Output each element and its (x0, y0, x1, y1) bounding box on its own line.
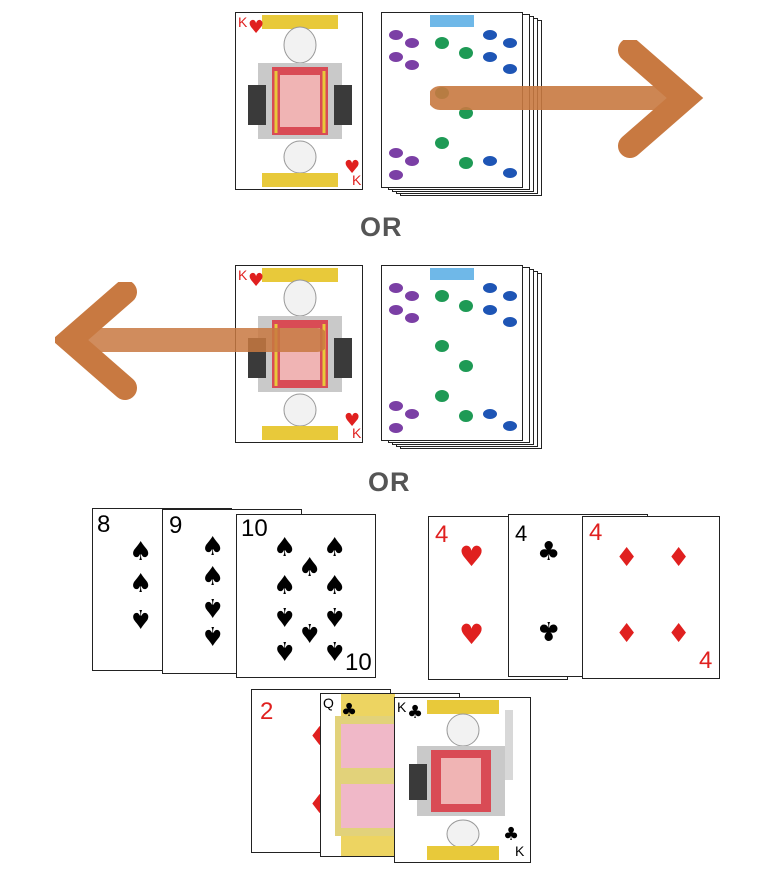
spade-icon: ♠ (129, 537, 153, 567)
spade-icon: ♠ (129, 569, 153, 599)
heart-icon: ♥ (459, 540, 485, 573)
spade-icon: ♠ (273, 571, 297, 601)
spade-icon: ♠ (201, 562, 225, 592)
diamond-icon: ♦ (667, 619, 691, 649)
spade-icon: ♠ (273, 533, 297, 563)
arrow-right-icon (430, 40, 704, 158)
card-rank-top: K (397, 699, 407, 715)
spade-icon: ♠ (201, 592, 225, 622)
king-portrait-art (409, 700, 513, 860)
four-of-diamonds-card[interactable]: 4 ♦ ♦ ♦ ♦ 4 (582, 516, 720, 679)
or-separator: OR (360, 212, 403, 242)
card-rank: 4 (589, 519, 603, 546)
heart-icon: ♥ (344, 410, 361, 431)
heart-icon: ♥ (344, 157, 361, 178)
king-of-clubs-card[interactable]: K ♣ ♣ K (394, 697, 531, 863)
king-portrait-art (248, 15, 352, 187)
card-rank: Q (323, 695, 334, 711)
deck-card-back (381, 265, 523, 441)
arrow-left-icon (55, 282, 325, 400)
card-rank-bottom: K (352, 172, 362, 188)
spade-icon: ♠ (273, 635, 297, 665)
ten-of-spades-card[interactable]: 10 ♠ ♠ ♠ ♠ ♠ ♠ ♠ ♠ ♠ ♠ 10 (236, 514, 376, 678)
card-rank: 2 (260, 698, 274, 725)
card-rank: 10 (241, 515, 268, 542)
heart-icon: ♥ (248, 17, 265, 38)
spade-icon: ♠ (273, 601, 297, 631)
club-icon: ♣ (407, 702, 424, 723)
card-rank-bottom: 10 (345, 649, 372, 676)
spade-icon: ♠ (201, 532, 225, 562)
card-rank: 4 (435, 521, 449, 548)
club-icon: ♣ (341, 700, 358, 721)
spade-icon: ♠ (323, 571, 347, 601)
club-icon: ♣ (503, 824, 520, 845)
card-rank-bottom: 4 (699, 647, 713, 674)
diamond-icon: ♦ (667, 543, 691, 573)
card-rank-bottom: K (515, 843, 525, 859)
king-of-hearts-card[interactable]: K ♥ ♥ K (235, 12, 363, 190)
turtle-pattern-art (389, 268, 517, 433)
heart-icon: ♥ (459, 618, 485, 651)
card-rank: 9 (169, 512, 183, 539)
club-icon: ♣ (537, 537, 561, 567)
spade-icon: ♠ (323, 601, 347, 631)
spade-icon: ♠ (323, 533, 347, 563)
club-icon: ♣ (537, 615, 561, 645)
card-rank: 8 (97, 511, 111, 538)
card-rank-bottom: K (352, 425, 362, 441)
card-rank: 4 (515, 521, 528, 546)
card-rank-top: K (238, 267, 248, 283)
spade-icon: ♠ (298, 553, 322, 583)
diamond-icon: ♦ (615, 619, 639, 649)
spade-icon: ♠ (298, 617, 322, 647)
spade-icon: ♠ (323, 635, 347, 665)
diamond-icon: ♦ (615, 543, 639, 573)
or-separator: OR (368, 467, 411, 497)
card-rank-top: K (238, 14, 248, 30)
spade-icon: ♠ (201, 620, 225, 650)
heart-icon: ♥ (248, 270, 265, 291)
queen-portrait-art (335, 694, 401, 856)
spade-icon: ♠ (129, 603, 153, 633)
